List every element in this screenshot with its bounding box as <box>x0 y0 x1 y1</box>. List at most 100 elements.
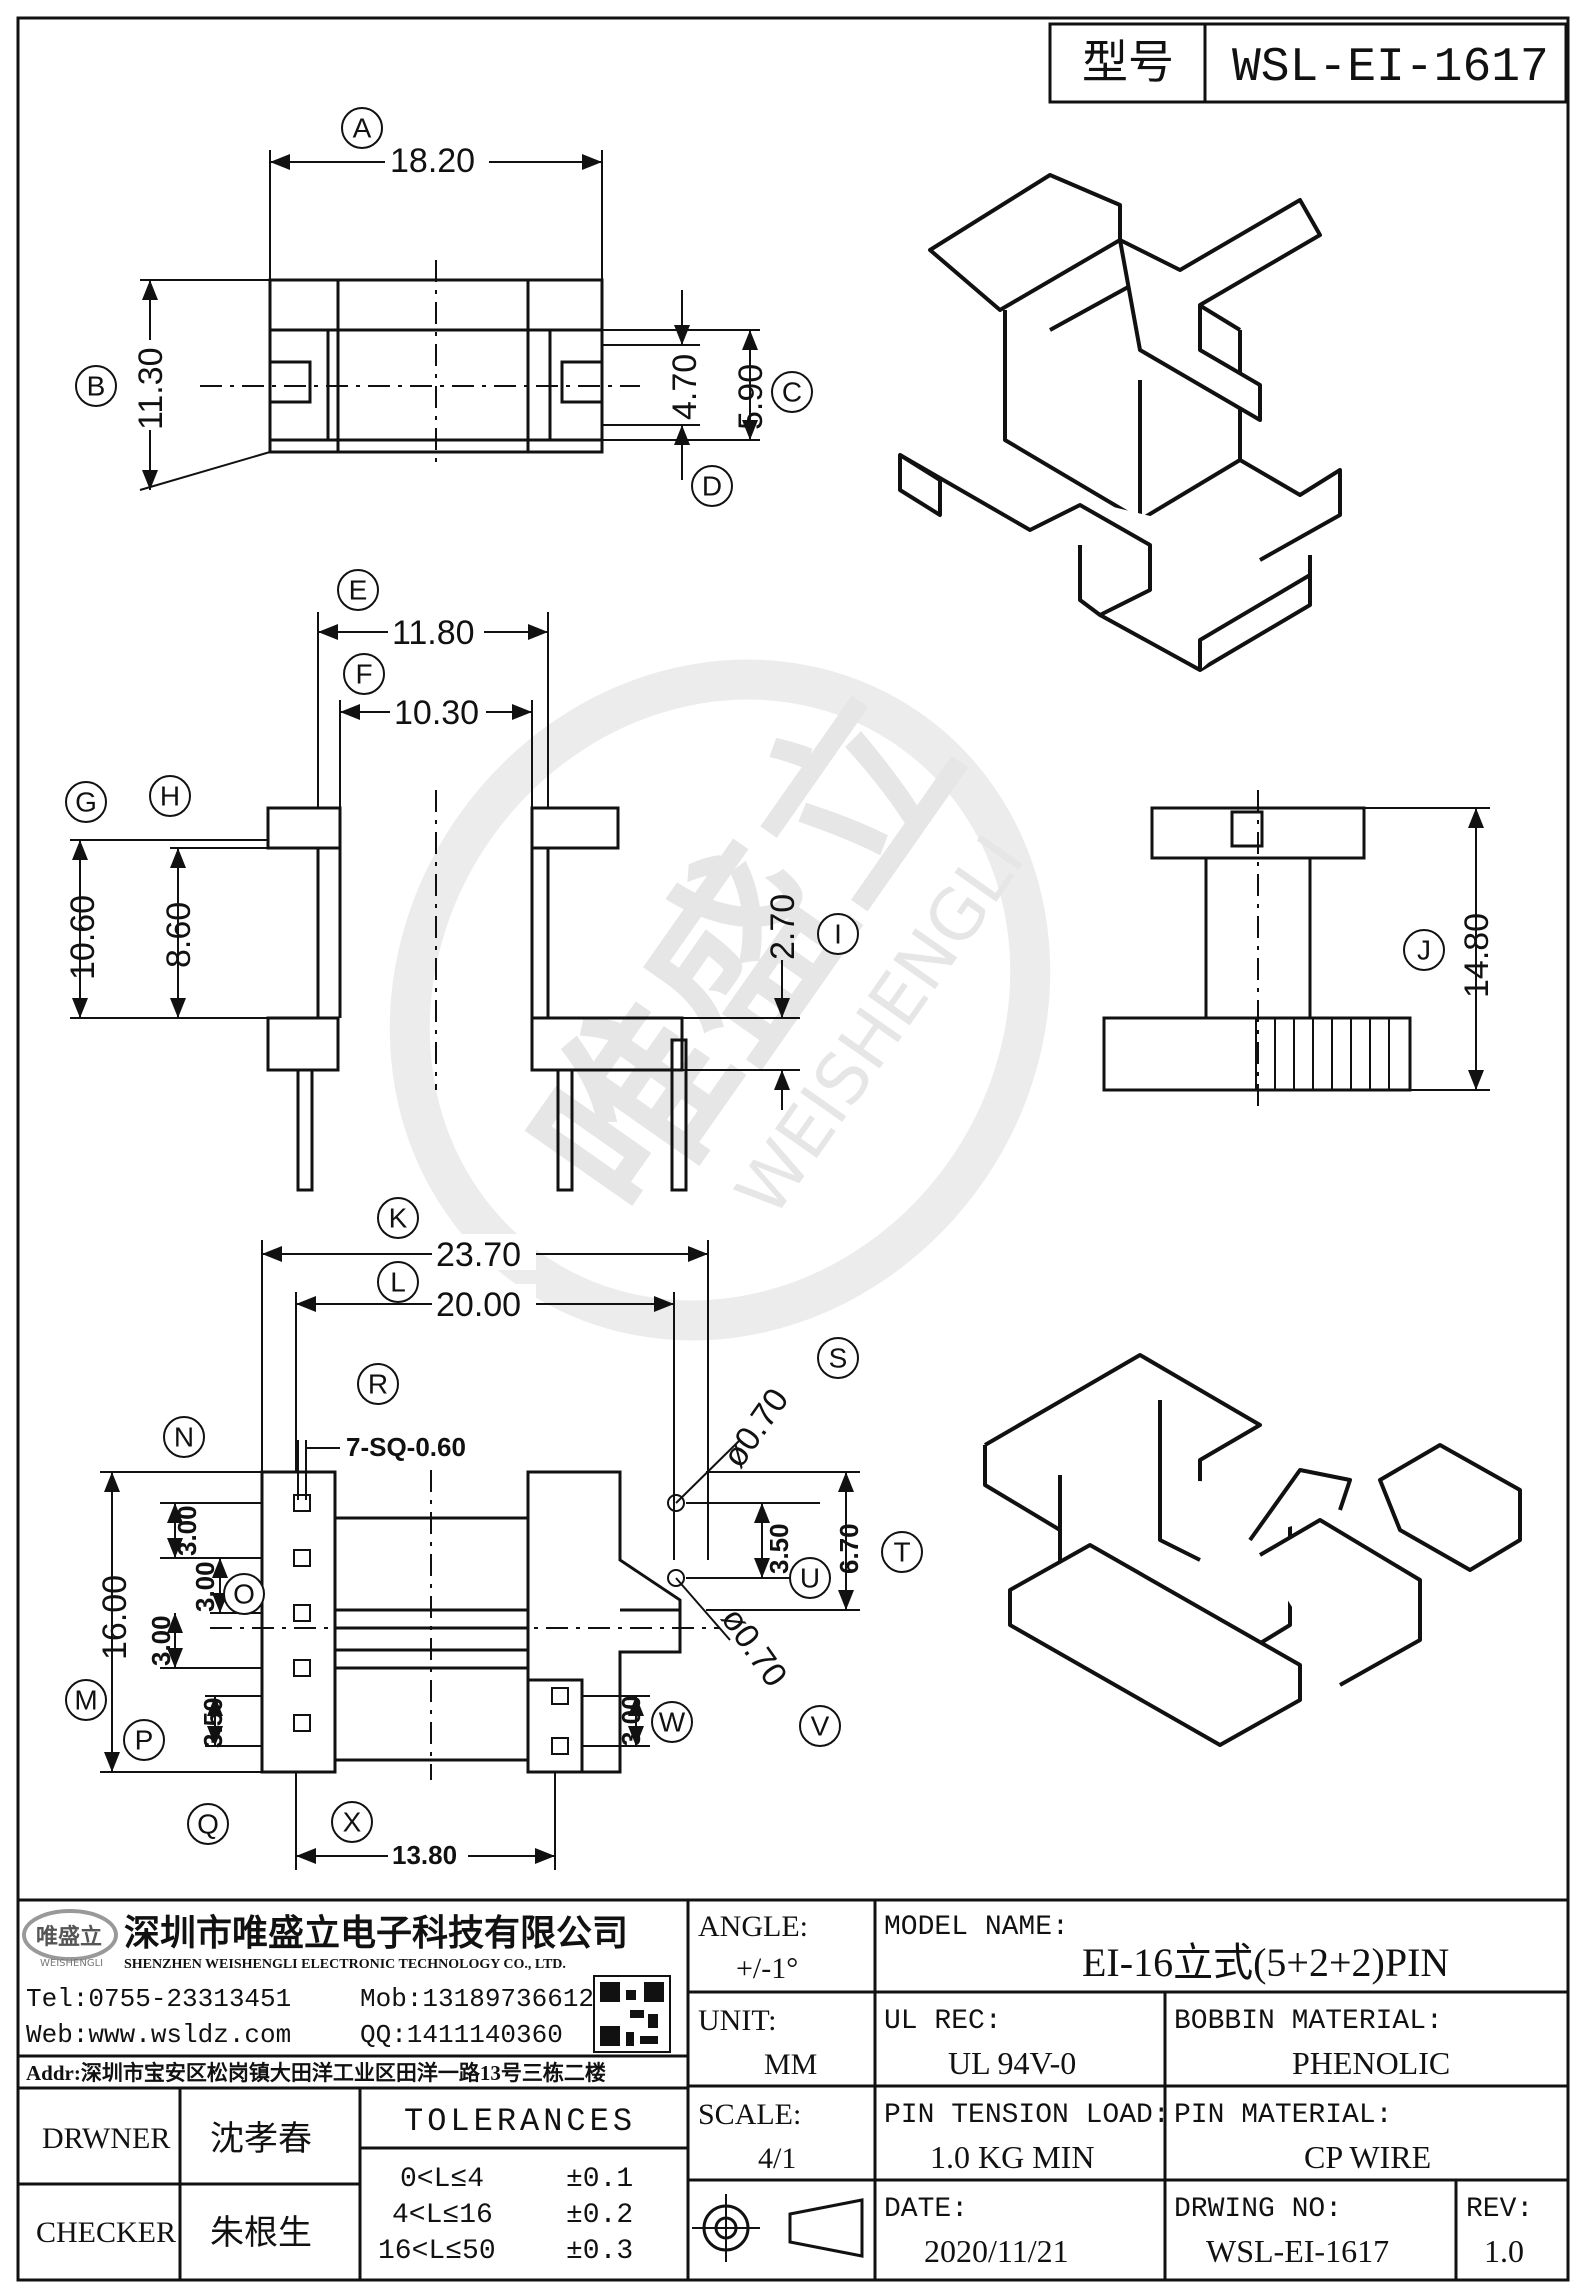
dim-J-circle <box>1403 929 1445 971</box>
contact-tel: Tel:0755-23313451 <box>26 1984 291 2014</box>
contact-qq: QQ:1411140360 <box>360 2020 563 2050</box>
bobbin-material-value: PHENOLIC <box>1292 2045 1450 2081</box>
model-name-value: EI-16立式(5+2+2)PIN <box>1082 1940 1449 1985</box>
dim-E: 11.80 E <box>317 569 549 808</box>
dim-G-H-text: 10.60 <box>64 895 102 980</box>
qr-code-rect <box>648 2014 658 2028</box>
dim-K-L-rect <box>432 1284 536 1320</box>
dim-G-H-text: 8.60 <box>160 902 198 968</box>
checker-name: 朱根生 <box>210 2214 312 2252</box>
front-view-rect <box>266 806 342 850</box>
pin-square <box>551 1737 569 1755</box>
pin-material-value: CP WIRE <box>1304 2139 1431 2175</box>
dim-C-D-circle <box>691 465 733 507</box>
qr-code-rect <box>626 1990 636 2000</box>
pin-square <box>293 1494 311 1512</box>
dim-N-O-M-P-Q-labels-circle <box>223 1573 265 1615</box>
tolerance-range-3: 16<L≤50 <box>378 2236 496 2267</box>
isometric-view-top-path <box>899 453 1312 672</box>
company-logo-text: 唯盛立 <box>36 1924 102 1950</box>
dim-S-V-U-T-W-text: V <box>811 1711 830 1742</box>
dim-X-text: X <box>343 1807 362 1838</box>
dim-K-L-text: K <box>389 1203 408 1234</box>
dim-G-H-circle <box>149 775 191 817</box>
tolerance-value-3: ±0.3 <box>566 2236 633 2267</box>
dim-F-rect <box>390 692 486 728</box>
isometric-view-bottom-path <box>1248 1468 1352 1542</box>
dim-E-circle <box>337 569 379 611</box>
angle-label: ANGLE: <box>698 1910 808 1943</box>
isometric-view-bottom-path <box>983 1445 1062 1532</box>
dim-S-V-U-T-W-text: 3.50 <box>764 1523 794 1574</box>
qr-code-rect <box>600 2026 620 2046</box>
scale-value: 4/1 <box>758 2142 796 2175</box>
dim-N-O-M-P-Q-labels-text: 3.00 <box>172 1505 202 1556</box>
model-tag-label: 型号 <box>1082 37 1174 88</box>
bobbin-material-label: BOBBIN MATERIAL: <box>1174 2006 1443 2037</box>
dim-A: 18.20 A <box>269 107 603 280</box>
dim-S-V-U-T-W-text: ø0.70 <box>715 1382 796 1475</box>
dim-G-H: 10.60 G 8.60 H <box>64 775 318 1019</box>
dim-R-circle <box>357 1363 399 1405</box>
bottom-view-path <box>260 1470 337 1774</box>
dim-X: 13.80 X <box>295 1772 556 1870</box>
dim-A-circle <box>341 107 383 149</box>
qr-code-rect <box>640 2036 658 2044</box>
dim-J-text: 14.80 <box>1458 913 1496 998</box>
dim-C-D: 5.90 C 4.70 D <box>602 290 813 507</box>
qr-code-rect <box>644 1982 664 2002</box>
pin-tension-value: 1.0 KG MIN <box>930 2139 1094 2175</box>
qr-code-rect <box>630 2010 644 2018</box>
dim-I: 2.70 I <box>682 894 859 1110</box>
dim-K-L-text: L <box>390 1267 406 1298</box>
drwner-label: DRWNER <box>42 2122 170 2155</box>
dim-N-O-M-P-Q <box>100 1471 262 1773</box>
isometric-view-top-path <box>1198 573 1312 670</box>
dim-B: 11.30 B <box>75 279 271 491</box>
dim-K-L-rect <box>432 1234 536 1270</box>
unit-value: MM <box>764 2048 817 2081</box>
bottom-view-pins <box>293 1494 685 1755</box>
dim-B-line <box>139 451 271 491</box>
isometric-view-bottom <box>983 1353 1522 1747</box>
dim-I-text: I <box>834 919 842 950</box>
checker-label: CHECKER <box>36 2216 176 2249</box>
dim-B-rect <box>132 340 168 430</box>
tolerance-value-2: ±0.2 <box>566 2200 633 2231</box>
top-view-rect <box>268 360 312 404</box>
dim-E-rect <box>388 610 484 646</box>
isometric-view-bottom-path <box>1158 1400 1201 1562</box>
isometric-view-top-path <box>1003 310 1242 522</box>
dim-S-V-U-T-W-circle <box>881 1531 923 1573</box>
dim-N-O-M-P-Q-labels-circle <box>123 1719 165 1761</box>
dim-B-text: 11.30 <box>132 347 170 430</box>
company-name-cn: 深圳市唯盛立电子科技有限公司 <box>124 1913 628 1953</box>
tolerance-range-2: 4<L≤16 <box>392 2200 493 2231</box>
isometric-view-top-path <box>898 453 942 517</box>
dim-C-D-text: 4.70 <box>666 354 704 420</box>
dim-A-text: A <box>353 113 372 144</box>
dim-K-L: 23.70 K 20.00 L <box>261 1197 709 1560</box>
qr-code-rect <box>600 1982 620 2002</box>
title-block-grid <box>18 1898 1568 2280</box>
dim-A-text: 18.20 <box>390 142 475 180</box>
dim-S-V-U-T-W-circle <box>789 1557 831 1599</box>
qr-code-rect <box>626 2032 634 2046</box>
contact-web: Web:www.wsldz.com <box>26 2020 291 2050</box>
dim-C-D-text: C <box>782 377 802 408</box>
dim-N-O-M-P-Q-labels-circle <box>187 1803 229 1845</box>
dim-R: R 7-SQ-0.60 <box>297 1363 466 1500</box>
dim-A-rect <box>385 140 489 176</box>
drwner-name: 沈孝春 <box>210 2120 312 2158</box>
dim-N-O-M-P-Q-labels: 3.00 3.00 3.00 16.00 3.50 N O M P Q <box>65 1416 265 1845</box>
dim-G-H-circle <box>65 781 107 823</box>
scale-label: SCALE: <box>698 2098 801 2131</box>
dim-J: 14.80 J <box>1364 807 1496 1091</box>
rev-value: 1.0 <box>1484 2233 1524 2269</box>
dim-K-L-circle <box>377 1261 419 1303</box>
dim-C-D-text: D <box>702 471 722 502</box>
front-view-rect <box>670 1038 688 1192</box>
pin-material-label: PIN MATERIAL: <box>1174 2100 1392 2131</box>
pin-square <box>293 1604 311 1622</box>
dim-N-O-M-P-Q-labels-text: N <box>174 1422 194 1453</box>
